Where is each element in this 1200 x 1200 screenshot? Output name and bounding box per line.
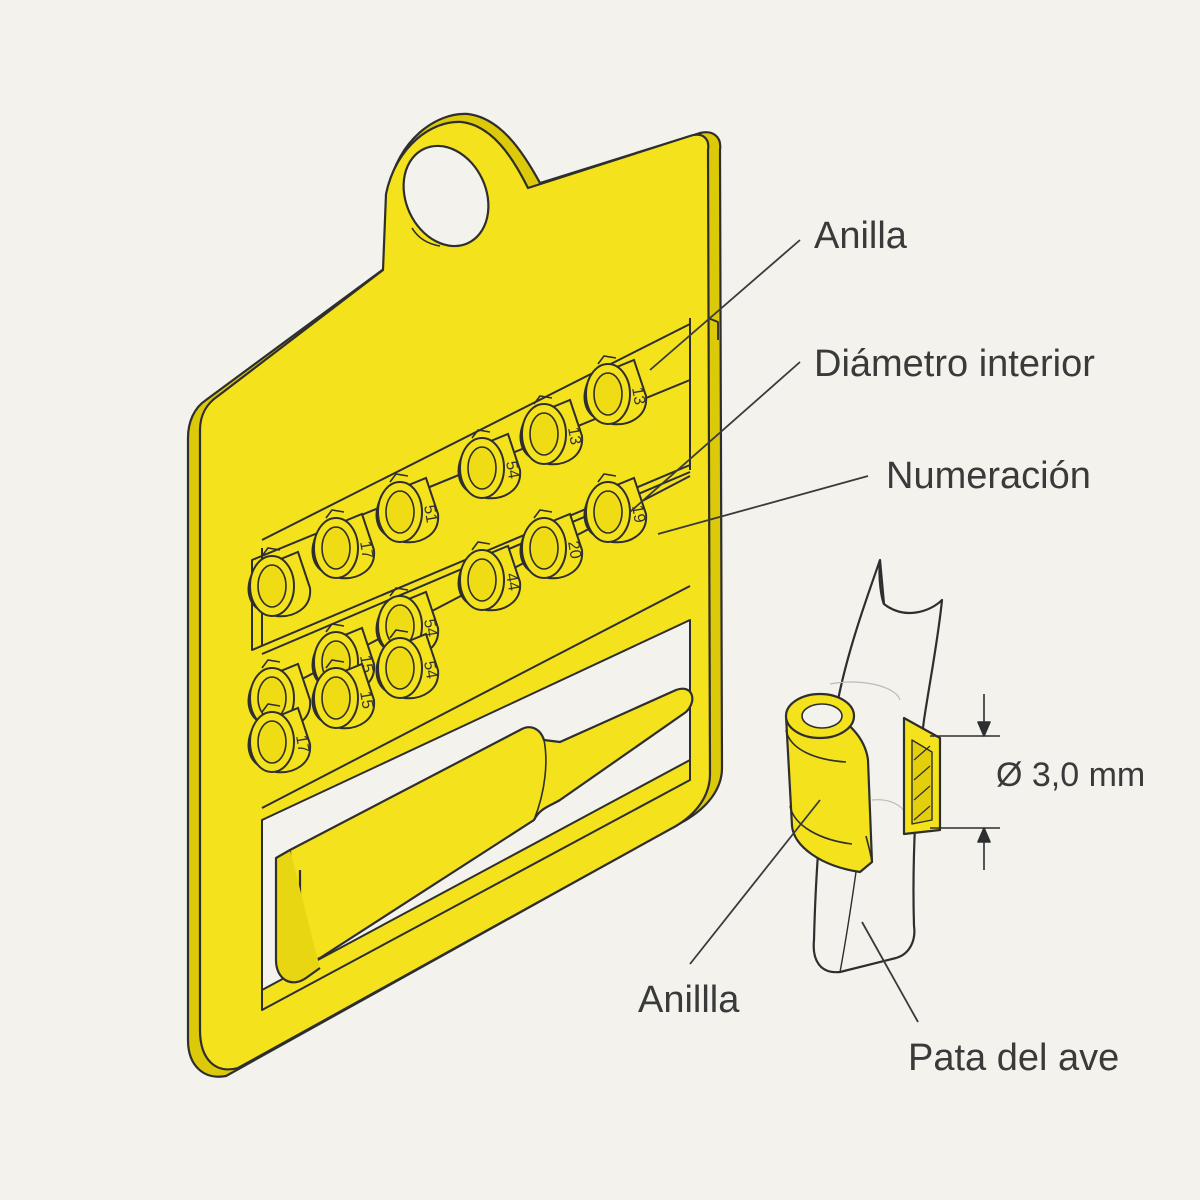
ring-row2-5: [519, 509, 584, 580]
leader-anilla-leg: [689, 799, 821, 965]
label-anilla-leg: Anillla: [638, 979, 740, 1021]
ring-row1-2: [311, 509, 376, 580]
ring-number-row2-5: 20: [564, 540, 584, 561]
hang-hole: [402, 144, 490, 248]
leader-diametro: [629, 361, 801, 513]
ring-number-row2-4: 44: [502, 572, 522, 593]
leader-anilla: [649, 239, 801, 371]
ring-number-row1-4: 54: [502, 460, 522, 481]
ring-row1-1: [247, 547, 312, 618]
ring-number-row3-3: 54: [420, 660, 440, 681]
label-anilla: Anilla: [814, 215, 908, 257]
label-diameter-value: Ø 3,0 mm: [996, 756, 1145, 794]
leader-numeracion: [657, 475, 869, 535]
ring-number-row3-1: 17: [292, 734, 312, 755]
ring-number-row1-5: 13: [564, 426, 584, 447]
ring-number-row1-2: 17: [356, 540, 376, 561]
ring-row1-3: [375, 473, 440, 544]
ring-row1-4: [457, 429, 522, 500]
ring-tool: [274, 687, 694, 984]
ring-card: [186, 112, 724, 1078]
ring-row2-4: [457, 541, 522, 612]
ring-row3-3: [375, 629, 440, 700]
label-diametro: Diámetro interior: [814, 343, 1095, 385]
ring-number-row3-2: 15: [356, 690, 376, 711]
ring-row2-6: [583, 473, 648, 544]
ring-row1-6: [583, 355, 648, 426]
leg-detail: [784, 558, 1000, 974]
leader-lines: [629, 239, 919, 1023]
ring-row3-1: [247, 703, 312, 774]
ring-number-row2-3: 54: [420, 618, 440, 639]
ring-row3-2: [311, 659, 376, 730]
diameter-dimension: [930, 694, 1000, 870]
label-pata: Pata del ave: [908, 1037, 1119, 1079]
label-numeracion: Numeración: [886, 455, 1091, 497]
leg-ring: [784, 681, 907, 874]
ring-number-row1-3: 51: [420, 504, 440, 525]
ring-row1-5: [519, 395, 584, 466]
ring-number-row1-6: 13: [628, 386, 648, 407]
ring-cross-section: [902, 716, 942, 836]
leader-pata: [861, 921, 919, 1023]
ring-number-row2-6: 19: [628, 504, 648, 525]
